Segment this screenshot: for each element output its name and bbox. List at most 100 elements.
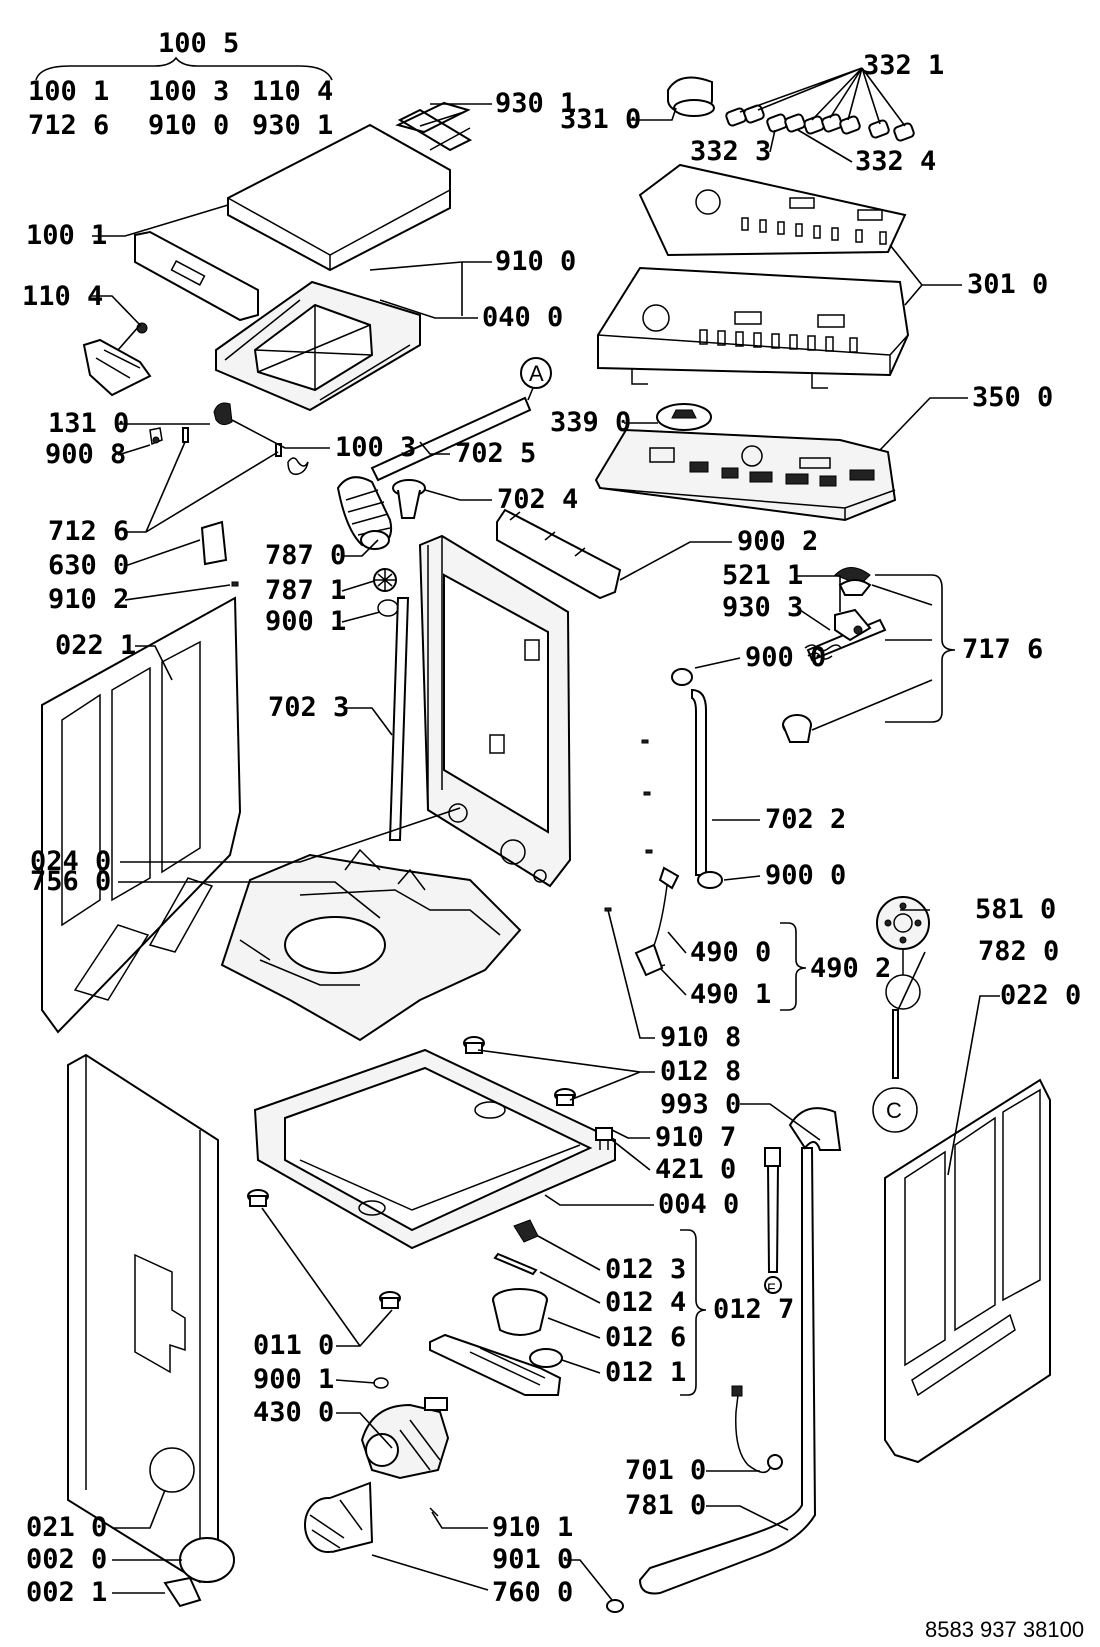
label-702-2: 702 2 — [765, 804, 846, 835]
leader-910-8 — [607, 909, 655, 1039]
label-012-7: 012 7 — [713, 1294, 794, 1325]
label-331-0: 331 0 — [560, 104, 641, 135]
header-group: 100 5 100 1 100 3 110 4 712 6 910 0 930 … — [28, 28, 333, 141]
label-702-4: 702 4 — [497, 484, 578, 515]
leader-900-1a — [341, 611, 381, 623]
leader-004-0 — [544, 1194, 654, 1206]
label-900-0b: 900 0 — [765, 860, 846, 891]
leader-900-8 — [117, 444, 151, 456]
leader-702-3 — [346, 707, 393, 736]
label-490-2: 490 2 — [810, 953, 891, 984]
leader-lines — [90, 67, 1000, 1601]
label-760-0: 760 0 — [492, 1577, 573, 1608]
leader-012-8 — [477, 1049, 655, 1101]
leader-900-0a — [694, 657, 741, 669]
label-787-0: 787 0 — [265, 540, 346, 571]
part-781-0-drain-hose — [638, 1147, 817, 1595]
leader-490-1 — [659, 967, 687, 996]
part-301-0-button-holes — [699, 329, 858, 353]
leader-900-0b — [723, 875, 761, 881]
callout-a-leader — [527, 387, 534, 401]
label-712-6: 712 6 — [48, 516, 129, 547]
part-900-0-clamp-upper — [671, 668, 693, 686]
label-521-1: 521 1 — [722, 560, 803, 591]
part-421-0-leads — [599, 1140, 609, 1150]
label-110-4: 110 4 — [22, 281, 103, 312]
leader-521-1 — [797, 575, 841, 612]
label-787-1: 787 1 — [265, 575, 346, 606]
leader-910-2 — [124, 584, 231, 601]
leader-012-7-brace — [680, 1229, 707, 1396]
part-930-1-outline — [397, 108, 473, 152]
part-021-0-edges — [85, 1055, 201, 1582]
leader-332-4 — [797, 129, 853, 163]
part-930-3-spring — [804, 644, 842, 660]
header-brace — [35, 56, 333, 81]
part-301-0-panel-edges — [597, 334, 909, 375]
label-910-1: 910 1 — [492, 1512, 573, 1543]
leader-717-6-brace — [875, 574, 956, 723]
part-350-0-edges — [599, 487, 896, 520]
part-787-1-filter — [373, 568, 397, 592]
part-430-0-pump — [360, 1397, 450, 1480]
part-301-0-button-row — [741, 217, 887, 245]
leader-787-1 — [341, 580, 375, 592]
part-490-1-connector — [634, 943, 664, 977]
label-702-5: 702 5 — [455, 438, 536, 469]
leader-900-2 — [619, 541, 732, 581]
label-630-0: 630 0 — [48, 550, 129, 581]
label-782-0: 782 0 — [978, 936, 1059, 967]
part-screw-column — [604, 739, 653, 912]
part-900-8-clip — [149, 427, 163, 446]
part-900-1-ring-lower — [373, 1377, 389, 1389]
label-002-0: 002 0 — [26, 1544, 107, 1575]
leader-332-1 — [739, 67, 906, 127]
part-131-0-lock — [213, 402, 233, 426]
header-item-4: 712 6 — [28, 110, 109, 141]
label-131-0: 131 0 — [48, 408, 129, 439]
part-782-0-rod — [892, 1009, 899, 1079]
leader-901-0 — [564, 1559, 613, 1601]
leader-022-0 — [947, 995, 1000, 1176]
part-040-0-rails — [224, 299, 411, 401]
callout-a-circle — [520, 357, 552, 389]
leader-332-3 — [769, 129, 776, 153]
label-756-0: 756 0 — [30, 866, 111, 897]
label-012-4: 012 4 — [605, 1287, 686, 1318]
leader-012-3 — [537, 1235, 601, 1271]
part-024-0-port-1 — [448, 803, 468, 823]
part-900-0-clamp-lower — [697, 871, 723, 889]
part-581-0-pulley — [876, 896, 930, 950]
part-024-0-frame-edges — [427, 536, 443, 810]
label-022-0: 022 0 — [1000, 980, 1081, 1011]
leader-787-0 — [342, 539, 379, 557]
leader-910-0 — [369, 261, 492, 316]
part-004-0-hole-2 — [358, 1200, 386, 1216]
part-756-0-ribs — [239, 889, 501, 986]
part-100-1-edges — [227, 189, 451, 270]
part-012-6-cup — [492, 1288, 548, 1336]
part-702-3-hose — [388, 597, 410, 841]
label-012-3: 012 3 — [605, 1254, 686, 1285]
part-756-0-bosses — [344, 848, 426, 891]
part-012-1-damper — [429, 1333, 563, 1396]
leader-910-1 — [431, 1511, 488, 1529]
part-110-4-dispenser — [82, 338, 152, 397]
part-002-0-cap — [179, 1537, 235, 1583]
label-301-0: 301 0 — [967, 269, 1048, 300]
part-301-0-display-2 — [857, 209, 883, 221]
part-004-0-rails — [257, 1144, 616, 1249]
label-040-0: 040 0 — [482, 302, 563, 333]
part-022-0-panel — [884, 1078, 1051, 1464]
part-301-0-display — [789, 197, 815, 209]
label-717-6: 717 6 — [962, 634, 1043, 665]
leader-717-6-items — [811, 584, 933, 731]
label-012-6: 012 6 — [605, 1322, 686, 1353]
label-930-1: 930 1 — [495, 88, 576, 119]
part-110-4-slot — [170, 260, 206, 286]
part-900-2-bracket — [496, 508, 622, 600]
part-702-5-hose — [370, 396, 532, 482]
part-717-6-latch — [782, 567, 887, 743]
label-781-0: 781 0 — [625, 1490, 706, 1521]
leader-012-1 — [561, 1359, 601, 1374]
